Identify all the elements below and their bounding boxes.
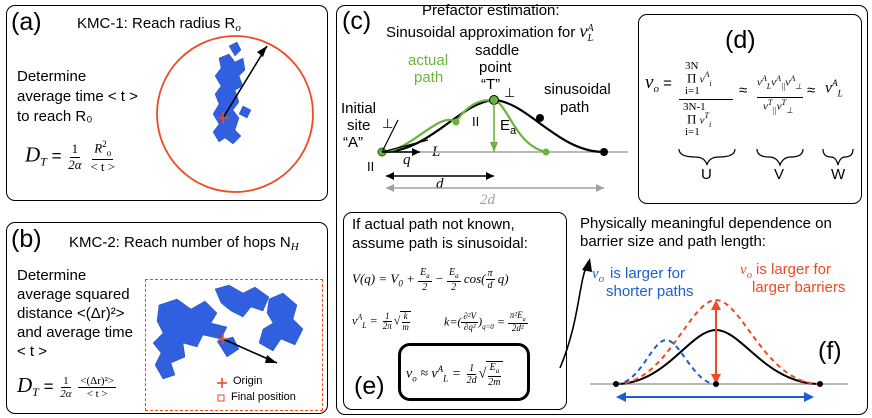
prod-top-lower: i=1 — [685, 85, 700, 97]
panel-b-label: (b) — [11, 225, 42, 253]
saddle-label-1: saddle — [475, 42, 520, 59]
actual-path-label-1: actual — [408, 52, 449, 69]
brace-label-u: U — [701, 166, 712, 183]
panel-a: (a) KMC-1: Reach radius Ro Determine ave… — [6, 5, 328, 201]
panel-b-desc-3: distance <(Δr)²> — [17, 305, 125, 322]
legend-origin: Origin — [233, 375, 263, 387]
panel-a-label: (a) — [11, 8, 42, 36]
panel-d-braces — [678, 148, 854, 167]
panel-f-label: (f) — [818, 337, 842, 365]
panel-a-desc-1: Determine — [17, 68, 87, 85]
legend-final: Final position — [231, 391, 296, 403]
trajectory-cluster — [152, 284, 304, 380]
panel-b-title: KMC-2: Reach number of hops NH — [69, 234, 299, 253]
prod-bot-symbol: Π νTi — [687, 111, 712, 129]
panel-f-heading-2: barrier size and path length: — [580, 233, 766, 250]
panel-e: If actual path not known, assume path is… — [343, 212, 567, 410]
f-red-curve — [615, 298, 821, 385]
panel-d-label: (d) — [725, 26, 756, 54]
result-box — [398, 343, 530, 401]
d-label: d — [436, 176, 444, 192]
panel-b-desc-2: average squared — [17, 286, 130, 303]
prod-top-symbol: Π νAi — [687, 70, 712, 88]
trajectory-box — [145, 279, 323, 411]
link-arrow — [559, 261, 589, 369]
fraction-bar-2 — [757, 97, 803, 98]
q-label: q — [403, 152, 411, 168]
panel-b-desc-4: and average time — [17, 324, 133, 341]
par-symbol-a: II — [367, 159, 375, 174]
panel-a-desc-2: average time < t > — [17, 88, 138, 105]
brace-label-w: W — [831, 166, 846, 183]
panel-b-desc-1: Determine — [17, 267, 87, 284]
red-text-2: larger barriers — [752, 279, 846, 296]
initial-site-label-2: site — [347, 117, 371, 134]
saddle-label-3: “T” — [481, 76, 501, 93]
initial-site-label-3: “A” — [343, 134, 363, 151]
par-symbol-t: II — [472, 114, 480, 129]
perp-symbol-t: ⊥ — [504, 85, 516, 100]
actual-path-label-2: path — [414, 69, 444, 86]
red-text-1: is larger for — [756, 261, 832, 278]
panel-f-heading-1: Physically meaningful dependence on — [580, 215, 832, 232]
ea-label: Ea — [500, 117, 517, 137]
blue-text-1: is larger for — [610, 265, 686, 282]
prod-top-upper: 3N — [685, 60, 699, 72]
prod-bot-lower: i=1 — [685, 126, 700, 138]
panel-b-desc-5: < t > — [17, 343, 48, 360]
panel-c-title-2: Sinusoidal approximation for νAL — [386, 21, 594, 44]
prefactor-formula: νo = — [645, 72, 672, 95]
panel-a-desc-3: to reach R₀ — [17, 108, 93, 125]
blue-nu-symbol: νo — [592, 266, 605, 285]
v-fraction-den: νT||νT⊥ — [763, 98, 794, 115]
radius-circle — [156, 35, 314, 193]
panel-a-title: KMC-1: Reach radius Ro — [77, 15, 241, 34]
random-walk-cluster — [212, 41, 252, 145]
f-blue-curve — [615, 338, 717, 385]
fraction-bar-1 — [679, 99, 733, 100]
sinusoidal-path-label-2: path — [560, 99, 590, 116]
initial-site-label-1: Initial — [341, 100, 377, 117]
panel-a-graphic — [156, 35, 314, 193]
panel-b-graphic — [152, 284, 304, 402]
panel-b: (b) KMC-2: Reach number of hops NH Deter… — [6, 222, 328, 414]
brace-label-v: V — [774, 166, 785, 183]
panel-c-title-1: Prefactor estimation: — [422, 2, 560, 19]
panel-e-intro-1: If actual path not known, — [352, 216, 515, 233]
radius-arrow — [222, 45, 268, 119]
w-term: νAL — [825, 78, 843, 99]
sinusoidal-path-label-1: sinusoidal — [544, 81, 611, 98]
prod-bot-upper: 3N-1 — [683, 101, 706, 113]
perp-symbol-a: ⊥ — [382, 116, 394, 131]
approx-2: ≈ — [807, 82, 816, 99]
v-fraction-num: νALνA||νA⊥ — [757, 74, 803, 91]
panel-d: (d) νo = 3N Π νAi i=1 3N-1 Π νTi i=1 ≈ ν… — [638, 14, 862, 204]
approx-1: ≈ — [739, 82, 748, 99]
two-d-label: 2d — [480, 192, 495, 208]
saddle-label-2: point — [479, 59, 512, 76]
actual-path-curve — [381, 99, 547, 154]
red-nu-symbol: νo — [740, 262, 753, 281]
panel-e-intro-2: assume path is sinusoidal: — [352, 235, 528, 252]
panel-c-label: (c) — [342, 7, 372, 35]
blue-text-2: shorter paths — [606, 283, 694, 300]
panel-e-label: (e) — [354, 372, 385, 400]
